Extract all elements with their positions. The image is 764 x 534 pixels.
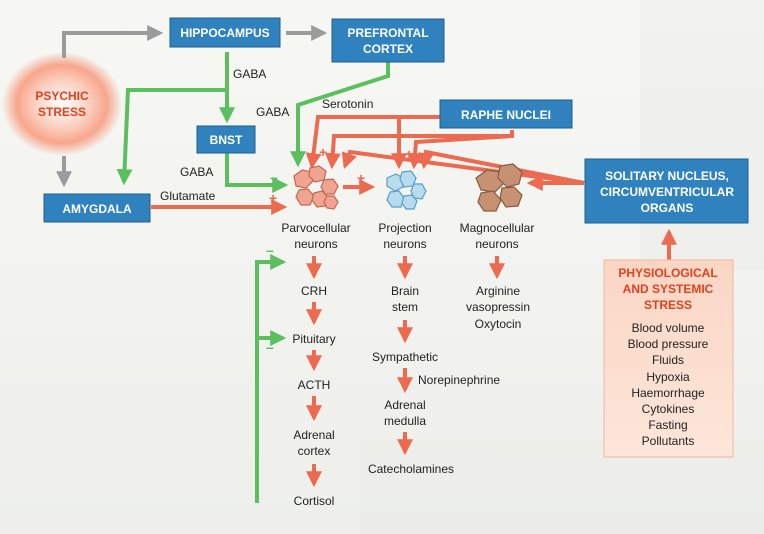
projection-label-line1: Projection bbox=[378, 221, 431, 235]
box-prefrontal-cortex: PREFRONTAL CORTEX bbox=[331, 18, 445, 63]
box-raphe-nuclei: RAPHE NUCLEI bbox=[439, 99, 573, 129]
physio-item-haemorrhage: Haemorrhage bbox=[631, 386, 705, 400]
arrow-prefrontal-to-parvocellular bbox=[290, 62, 390, 168]
amygdala-label: AMYGDALA bbox=[62, 202, 132, 216]
adrenal-medulla-label-line1: Adrenal bbox=[384, 398, 425, 412]
cortisol-label: Cortisol bbox=[294, 494, 335, 508]
adrenal-cortex-label-line1: Adrenal bbox=[293, 428, 334, 442]
psychic-stress-line1: PSYCHIC bbox=[35, 89, 89, 103]
edge-labels: GABA GABA GABA Glutamate Serotonin Norep… bbox=[160, 67, 500, 387]
plus-sign-parvo-projection: + bbox=[357, 170, 365, 186]
label-gaba-bnst: GABA bbox=[180, 165, 213, 179]
box-bnst: BNST bbox=[196, 125, 256, 154]
arrow-psychic-to-hippocampus bbox=[62, 25, 164, 58]
projection-cell-cluster bbox=[386, 170, 427, 210]
psychic-stress-node: PSYCHIC STRESS bbox=[2, 52, 122, 156]
physio-item-blood-volume: Blood volume bbox=[632, 321, 705, 335]
minus-sign-crh-feedback: – bbox=[266, 242, 274, 258]
gray-arrows bbox=[56, 25, 328, 188]
physio-title-line2: AND SYSTEMIC bbox=[623, 282, 714, 296]
magnocellular-label-line2: neurons bbox=[475, 237, 518, 251]
raphe-label: RAPHE NUCLEI bbox=[461, 108, 551, 122]
hpa-chain: CRH Pituitary ACTH Adrenal cortex Cortis… bbox=[292, 284, 335, 508]
arrow-hippocampus-to-amygdala bbox=[116, 88, 226, 186]
physio-item-pollutants: Pollutants bbox=[642, 434, 695, 448]
arrow-solitary-to-projection bbox=[417, 149, 585, 185]
label-serotonin: Serotonin bbox=[322, 97, 373, 111]
physio-title-line3: STRESS bbox=[644, 298, 692, 312]
plus-sign-serotonin-projection: + bbox=[405, 146, 413, 162]
plus-sign-serotonin-parvo: + bbox=[319, 144, 327, 160]
psychic-stress-line2: STRESS bbox=[38, 105, 86, 119]
green-arrows bbox=[116, 52, 390, 503]
plus-sign-solitary-projection: + bbox=[423, 148, 431, 164]
physiological-stress-box: PHYSIOLOGICAL AND SYSTEMIC STRESS Blood … bbox=[603, 259, 734, 458]
arrow-raphe-to-projection bbox=[391, 115, 440, 170]
neuron-labels: Parvocellular neurons Projection neurons… bbox=[281, 221, 534, 251]
plus-sign-solitary-magno: + bbox=[536, 173, 544, 189]
physio-item-hypoxia: Hypoxia bbox=[646, 370, 690, 384]
box-amygdala: AMYGDALA bbox=[43, 193, 151, 223]
vasopressin-label: vasopressin bbox=[466, 300, 530, 314]
box-hippocampus: HIPPOCAMPUS bbox=[169, 17, 281, 48]
posterior-chain: Arginine vasopressin Oxytocin bbox=[466, 284, 530, 331]
sympathetic-label: Sympathetic bbox=[372, 350, 438, 364]
physio-item-cytokines: Cytokines bbox=[642, 402, 695, 416]
physio-item-blood-pressure: Blood pressure bbox=[628, 337, 709, 351]
label-glutamate: Glutamate bbox=[160, 189, 216, 203]
solitary-label-line2: CIRCUMVENTRICULAR bbox=[600, 185, 734, 199]
crh-label: CRH bbox=[301, 284, 327, 298]
hippocampus-label: HIPPOCAMPUS bbox=[180, 26, 269, 40]
plus-sign-glutamate: + bbox=[269, 190, 277, 206]
signs: + + + + + + – – – bbox=[266, 144, 544, 355]
label-gaba-prefrontal: GABA bbox=[256, 105, 289, 119]
adrenal-cortex-label-line2: cortex bbox=[298, 444, 331, 458]
minus-sign-bnst: – bbox=[270, 169, 278, 185]
projection-label-line2: neurons bbox=[383, 237, 426, 251]
solitary-label-line1: SOLITARY NUCLEUS, bbox=[605, 169, 729, 183]
brainstem-label-line2: stem bbox=[392, 300, 418, 314]
magnocellular-cell-cluster bbox=[475, 163, 523, 212]
bnst-label: BNST bbox=[210, 133, 243, 147]
pituitary-label: Pituitary bbox=[292, 332, 335, 346]
oxytocin-label: Oxytocin bbox=[475, 317, 522, 331]
arrow-solitary-to-parvocellular bbox=[341, 149, 585, 185]
minus-sign-pituitary-feedback: – bbox=[266, 339, 274, 355]
prefrontal-label-line2: CORTEX bbox=[363, 42, 413, 56]
physio-item-fasting: Fasting bbox=[648, 418, 687, 432]
sympathetic-chain: Brain stem Sympathetic Adrenal medulla C… bbox=[368, 284, 454, 476]
arrow-bnst-to-parvocellular bbox=[225, 150, 289, 193]
box-solitary-nucleus: SOLITARY NUCLEUS, CIRCUMVENTRICULAR ORGA… bbox=[584, 158, 749, 224]
catecholamines-label: Catecholamines bbox=[368, 462, 454, 476]
parvocellular-label-line2: neurons bbox=[294, 237, 337, 251]
arrow-raphe-to-projection-2 bbox=[407, 134, 513, 170]
arrow-cortisol-feedback-crh bbox=[255, 254, 287, 503]
parvocellular-label-line1: Parvocellular bbox=[281, 221, 350, 235]
arrow-raphe-to-parvocellular-2 bbox=[324, 130, 514, 170]
label-norepinephrine: Norepinephrine bbox=[418, 373, 500, 387]
prefrontal-label-line1: PREFRONTAL bbox=[347, 26, 428, 40]
label-gaba-hippocampus: GABA bbox=[233, 67, 266, 81]
parvocellular-cell-cluster bbox=[293, 165, 339, 210]
acth-label: ACTH bbox=[298, 378, 331, 392]
physio-item-fluids: Fluids bbox=[652, 353, 684, 367]
adrenal-medulla-label-line2: medulla bbox=[384, 414, 426, 428]
brainstem-label-line1: Brain bbox=[391, 284, 419, 298]
arginine-label: Arginine bbox=[476, 284, 520, 298]
magnocellular-label-line1: Magnocellular bbox=[460, 221, 535, 235]
physio-title-line1: PHYSIOLOGICAL bbox=[618, 266, 717, 280]
solitary-label-line3: ORGANS bbox=[641, 201, 694, 215]
